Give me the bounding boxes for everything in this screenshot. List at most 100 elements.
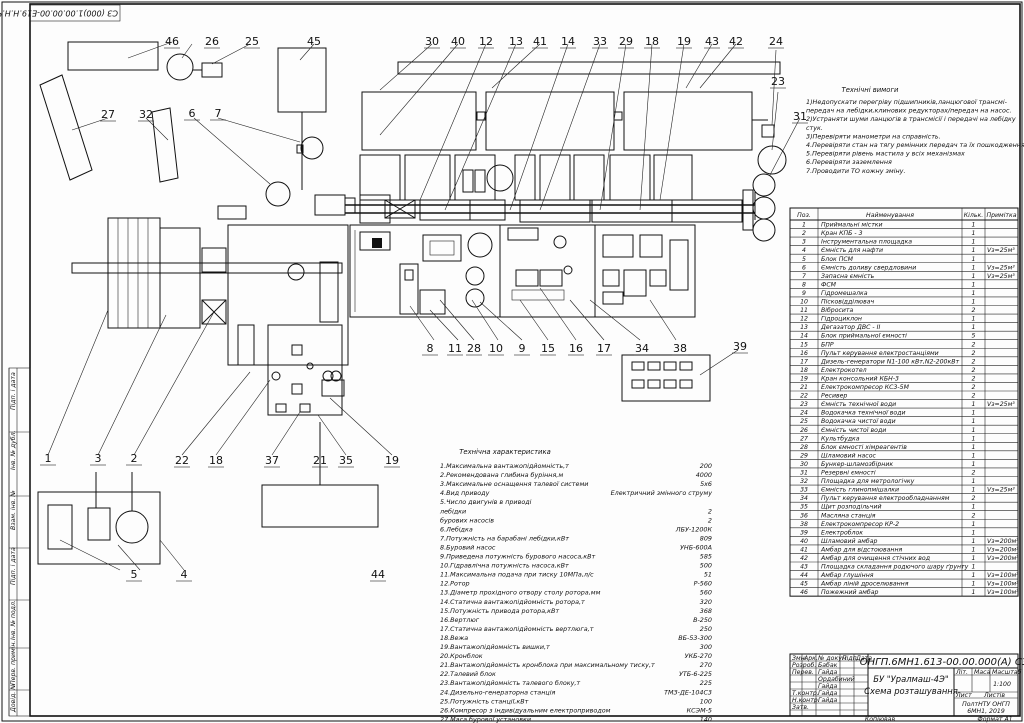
spec-row-pos: 45 [800,581,808,588]
callout-44: 44 [371,568,385,581]
spec-row-qty: 1 [972,401,976,408]
left-stamp-column: Підп. і дата Інв. № дубл. Взам. інв. № П… [8,367,31,717]
tech-char-value: Р-560 [694,580,712,588]
electro-block-39 [621,354,711,402]
tech-char-value: УКБ-270 [685,652,712,660]
tech-char-label: 2.Рекомендована глибина буріння,м [440,471,563,479]
tech-char-value: ВБ-53-300 [678,634,712,642]
callout-19: 19 [677,35,691,48]
callout-23: 23 [771,75,785,88]
callout-7: 7 [215,107,222,120]
org-line: 6МН1, 2019 [967,708,1005,715]
spec-row-name: Гідромешалка [821,289,868,297]
spec-row-pos: 5 [802,256,806,263]
tech-char-label: 15.Потужність привода ротора,кВт [440,607,559,615]
power-block [594,224,696,318]
tech-char-value: 51 [704,571,712,579]
spec-row-pos: 15 [800,341,808,348]
tech-char-value: КСЭМ-5 [687,706,712,714]
tech-char-label: 26.Компресор з індивідуальним електропри… [440,706,611,714]
leader-lines [47,41,801,571]
spec-row-name: Шламовий насос [821,452,876,459]
spec-row-qty: 2 [972,358,976,365]
rig-name: БУ "Уралмаш-4Э" [873,674,949,684]
callout-33: 33 [593,35,607,48]
spec-row-name: Запасна ємність [821,272,875,280]
spec-row-qty: 1 [972,281,976,288]
spec-row-name: Приймальні містки [821,221,883,229]
callout-18: 18 [209,454,223,467]
callout-28: 28 [467,342,481,355]
spec-row-name: ФСМ [821,281,837,288]
spec-row-pos: 32 [800,478,808,485]
spec-row-qty: 1 [972,316,976,323]
spec-row-name: Ємність глинопмішалки [821,486,899,494]
callout-14: 14 [561,35,575,48]
callout-21: 21 [313,454,327,467]
callout-12: 12 [479,35,493,48]
spec-row-name: Дегазатор ДВС - ІІ [820,324,880,331]
spec-row-pos: 28 [800,444,808,451]
spec-head-note: Примітка [986,211,1016,219]
spec-row-pos: 44 [800,572,808,579]
spec-row-name: Вібросита [821,306,854,314]
tech-req-line: передач на лебідки,клинових редукторах/п… [806,107,1012,115]
role-label: Затв. [792,704,809,711]
tech-char-label: 12.Ротор [440,580,470,588]
water-tank-23 [757,145,787,175]
spec-row-qty: 1 [972,435,976,442]
callout-43: 43 [705,35,719,48]
spec-row-qty: 1 [972,427,976,434]
spec-row-name: Дизель-генератори N1-100 кВт,N2-200кВт [820,358,959,365]
site-layout [37,41,787,565]
spec-row-name: Ємність доливу свердловини [821,263,916,271]
role-label: Змн. [792,655,807,662]
tech-char-value: УТБ-6-225 [679,670,712,678]
spec-row-pos: 43 [800,564,808,571]
spec-row-pos: 29 [800,452,808,459]
spec-row-qty: 1 [972,230,976,237]
spec-row-qty: 1 [972,461,976,468]
title-block: ОНГП.6МН1.613-00.00.000(А) СЗРозроб.Пере… [789,653,1024,723]
spec-head-pos: Поз. [797,212,811,219]
pit-43 [485,91,615,151]
tech-char-value: ТМЗ-ДЕ-104С3 [664,688,712,696]
spec-row-qty: 1 [972,478,976,485]
spec-row-name: Амбар ліній дроселювання [820,580,909,588]
tech-char-label: бурових насосів [440,516,494,524]
tech-char-value: 250 [700,625,712,633]
tech-char-value: 585 [700,553,712,561]
spec-row-pos: 7 [802,273,806,280]
callout-22: 22 [175,454,189,467]
tech-req-line: 4.Перевіряти стан на тягу ремінних перед… [806,141,1024,149]
fertile-soil-site-43 [397,61,781,75]
spec-row-pos: 9 [802,290,806,297]
spec-row-name: Амбар для очищення стічних вод [820,554,930,562]
spec-row-pos: 24 [800,410,808,417]
spec-row-qty: 2 [972,350,976,357]
tech-char-label: 13.Діаметр прохідного отвору столу ротор… [440,589,601,597]
tech-char-label: 22.Талевий блок [440,670,496,678]
spec-row-qty: 1 [972,264,976,271]
tech-char-value: 809 [700,534,712,542]
spec-row-qty: 1 [972,273,976,280]
spec-row-note: Vз=200м³ [987,546,1019,553]
tech-char-value: Електричний змінного струму [611,489,713,497]
spec-row-qty: 1 [972,247,976,254]
spec-row-qty: 1 [972,521,976,528]
side-stamp-text: Підп. і дата [9,372,17,410]
spec-row-name: Електроблок [821,528,863,536]
tech-char-label: 6.Лебідка [440,525,473,533]
spec-row-qty: 2 [972,341,976,348]
spec-row-pos: 6 [802,264,806,271]
tech-char-label: 10.Гідравлічна потужність насоса,кВт [440,562,569,570]
spec-row-name: Ресивер [821,393,847,400]
spec-row-name: Резервні ємності [821,469,876,477]
side-stamp-text: Перв. примін. [9,641,17,685]
spec-head-name: Найменування [866,212,914,219]
spec-row-pos: 11 [800,307,808,314]
